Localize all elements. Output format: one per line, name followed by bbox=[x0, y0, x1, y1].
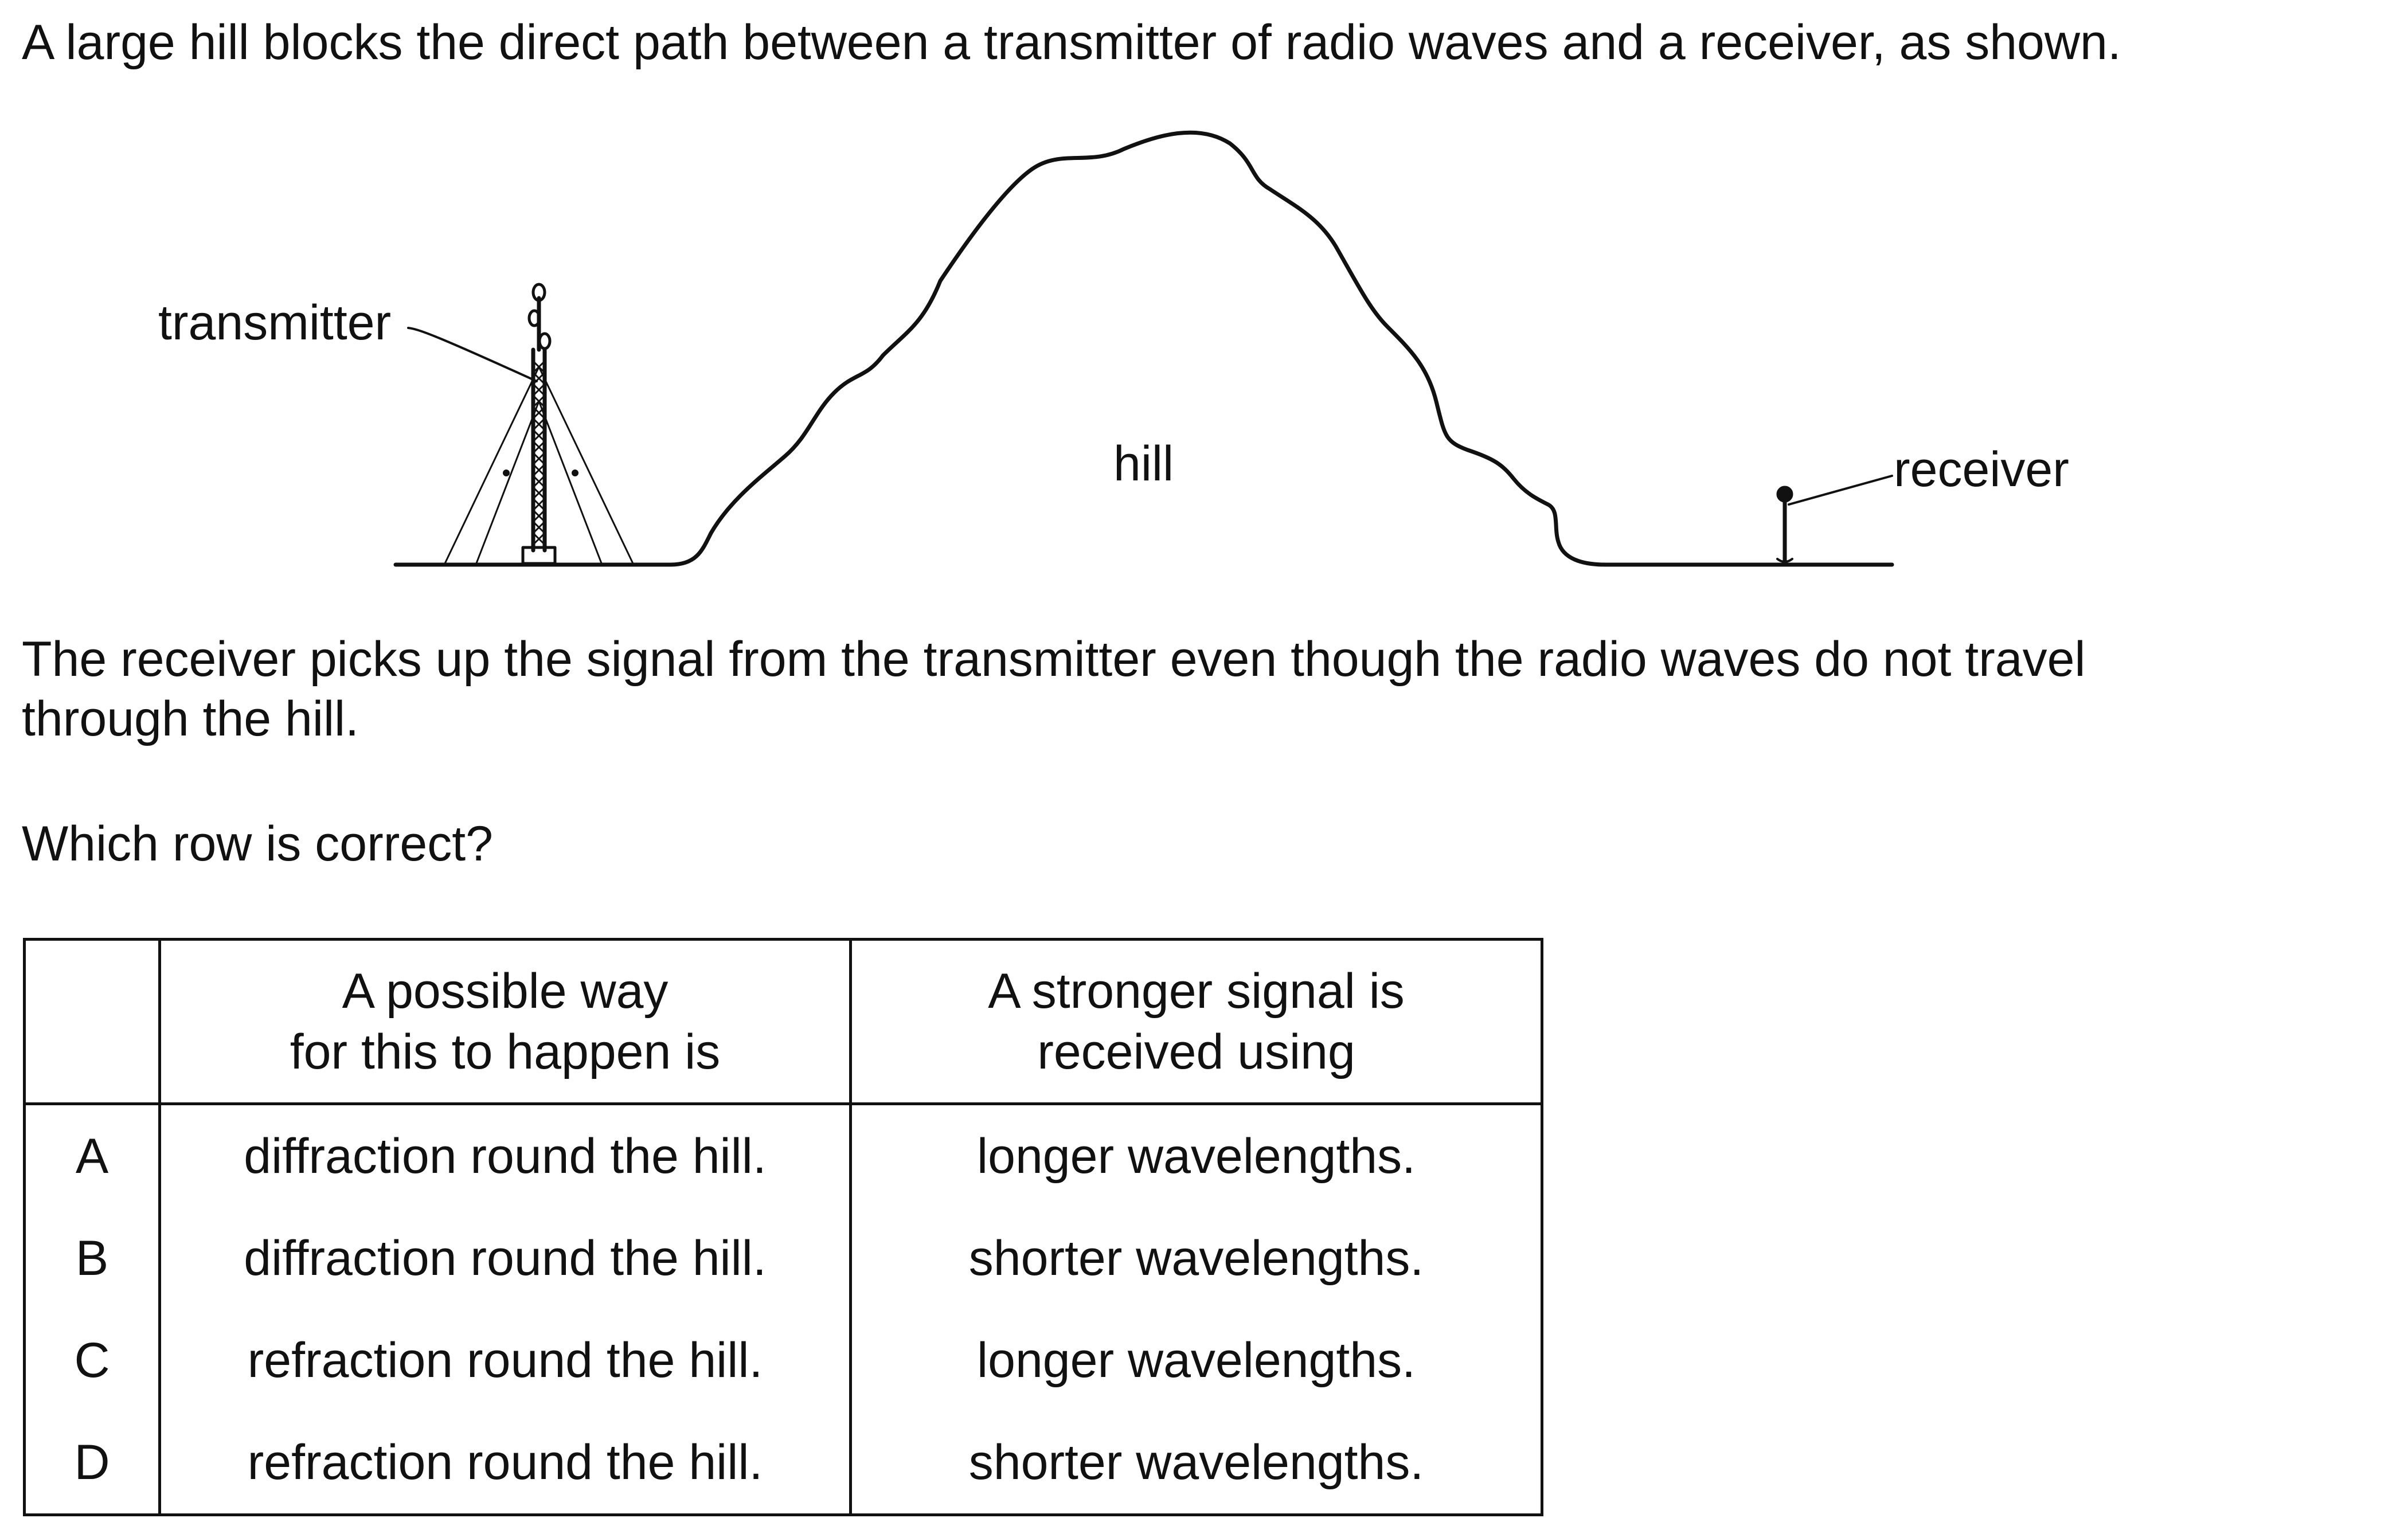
table-row[interactable]: A diffraction round the hill. longer wav… bbox=[23, 1104, 1543, 1207]
header-way-line1: A possible way bbox=[342, 964, 669, 1019]
table-row[interactable]: D refraction round the hill. shorter wav… bbox=[23, 1411, 1543, 1516]
hill-diagram: transmitter hill receiver bbox=[158, 130, 2069, 567]
hill-outline bbox=[669, 130, 1608, 567]
row-way: refraction round the hill. bbox=[158, 1411, 852, 1516]
intro-text: A large hill blocks the direct path betw… bbox=[22, 15, 2121, 70]
row-signal: longer wavelengths. bbox=[849, 1104, 1543, 1207]
row-signal: shorter wavelengths. bbox=[849, 1207, 1543, 1309]
table-row[interactable]: B diffraction round the hill. shorter wa… bbox=[23, 1207, 1543, 1309]
body-text-line1: The receiver picks up the signal from th… bbox=[22, 632, 2086, 687]
table-header-row: A possible way for this to happen is A s… bbox=[23, 938, 1543, 1105]
row-signal: longer wavelengths. bbox=[849, 1309, 1543, 1411]
header-signal-line2: received using bbox=[1037, 1024, 1355, 1079]
row-way: diffraction round the hill. bbox=[158, 1207, 852, 1309]
body-text-line2: through the hill. bbox=[22, 691, 359, 746]
header-way-line2: for this to happen is bbox=[290, 1024, 721, 1079]
receiver-label: receiver bbox=[1894, 442, 2069, 497]
row-key[interactable]: D bbox=[23, 1411, 161, 1516]
row-key[interactable]: A bbox=[23, 1104, 161, 1207]
row-key[interactable]: C bbox=[23, 1309, 161, 1411]
transmitter-leader-line bbox=[407, 327, 538, 382]
transmitter-label: transmitter bbox=[158, 295, 391, 350]
header-key-cell bbox=[23, 938, 161, 1105]
header-signal-line1: A stronger signal is bbox=[988, 964, 1405, 1019]
table-row[interactable]: C refraction round the hill. longer wave… bbox=[23, 1309, 1543, 1411]
transmitter-mast bbox=[443, 283, 635, 566]
question-prompt: Which row is correct? bbox=[22, 816, 493, 871]
receiver-leader-line bbox=[1788, 475, 1893, 506]
answer-table: A possible way for this to happen is A s… bbox=[23, 938, 1543, 1516]
row-signal: shorter wavelengths. bbox=[849, 1411, 1543, 1516]
row-key[interactable]: B bbox=[23, 1207, 161, 1309]
row-way: refraction round the hill. bbox=[158, 1309, 852, 1411]
header-signal-cell: A stronger signal is received using bbox=[849, 938, 1543, 1105]
hill-label: hill bbox=[1113, 436, 1174, 491]
receiver-antenna bbox=[1776, 486, 1793, 567]
row-way: diffraction round the hill. bbox=[158, 1104, 852, 1207]
header-way-cell: A possible way for this to happen is bbox=[158, 938, 852, 1105]
